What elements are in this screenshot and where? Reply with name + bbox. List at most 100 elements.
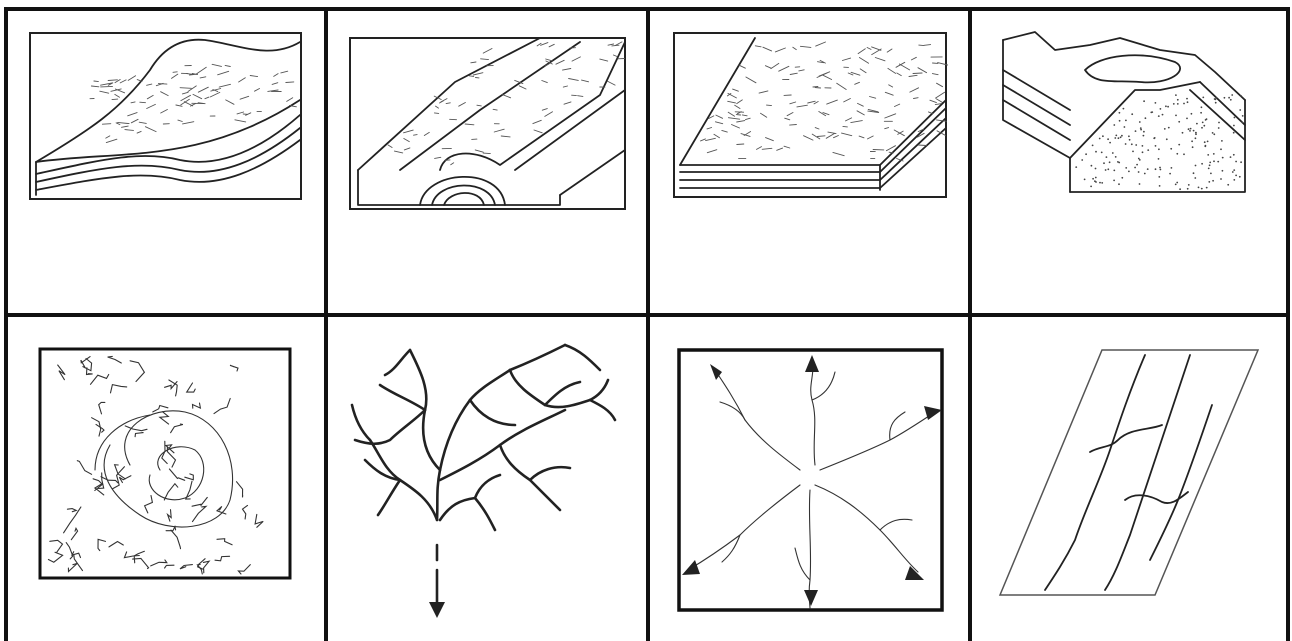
sediment-dot bbox=[1168, 127, 1170, 129]
sediment-dot bbox=[1155, 168, 1157, 170]
sediment-dot bbox=[1128, 171, 1130, 173]
tributary-stream bbox=[180, 565, 192, 569]
sediment-dot bbox=[1218, 122, 1220, 124]
tributary-stream bbox=[50, 540, 63, 552]
terrain-texture-stroke bbox=[102, 124, 110, 125]
sediment-dot bbox=[1235, 175, 1237, 177]
sediment-dot bbox=[1107, 138, 1109, 140]
sediment-dot bbox=[1102, 135, 1104, 137]
tributary-stream bbox=[98, 539, 106, 550]
sediment-dot bbox=[1138, 158, 1140, 160]
sediment-dot bbox=[1123, 108, 1125, 110]
sediment-dot bbox=[1120, 136, 1122, 138]
sediment-dot bbox=[1140, 129, 1142, 131]
sediment-dot bbox=[1101, 182, 1103, 184]
sediment-dot bbox=[1203, 125, 1205, 127]
sediment-dot bbox=[1186, 118, 1188, 120]
sediment-dot bbox=[1099, 182, 1101, 184]
sediment-dot bbox=[1090, 186, 1092, 188]
sediment-dot bbox=[1143, 135, 1145, 137]
tributary-stream bbox=[91, 375, 109, 385]
sediment-dot bbox=[1144, 173, 1146, 175]
tributary-stream bbox=[108, 356, 122, 363]
plateau-texture-stroke bbox=[913, 73, 922, 74]
sediment-dot bbox=[1092, 145, 1094, 147]
sediment-dot bbox=[1235, 161, 1237, 163]
ridge-texture-stroke bbox=[434, 113, 438, 114]
tributary-stream bbox=[111, 385, 127, 393]
tributary-stream bbox=[168, 510, 172, 522]
sediment-dot bbox=[1178, 121, 1180, 123]
tributary-stream bbox=[230, 365, 238, 371]
sediment-dot bbox=[1177, 99, 1179, 101]
plateau-texture-stroke bbox=[737, 144, 744, 145]
sediment-dot bbox=[1187, 101, 1189, 103]
tributary-stream bbox=[58, 365, 65, 380]
sediment-dot bbox=[1201, 188, 1203, 190]
tributary-stream bbox=[187, 383, 196, 392]
sediment-dot bbox=[1142, 145, 1144, 147]
sediment-dot bbox=[1112, 152, 1114, 154]
terrain-texture-stroke bbox=[173, 72, 177, 73]
sediment-dot bbox=[1224, 97, 1226, 99]
sediment-dot bbox=[1193, 172, 1195, 174]
terrain-texture-stroke bbox=[101, 86, 113, 87]
sediment-dot bbox=[1134, 167, 1136, 169]
sediment-dot bbox=[1160, 108, 1162, 110]
tributary-stream bbox=[77, 461, 91, 475]
sediment-dot bbox=[1115, 135, 1117, 137]
sediment-dot bbox=[1166, 138, 1168, 140]
tributary-stream bbox=[214, 399, 230, 414]
sediment-dot bbox=[1240, 161, 1242, 163]
sediment-dot bbox=[1187, 188, 1189, 190]
plateau-texture-stroke bbox=[767, 105, 772, 106]
sediment-dot bbox=[1159, 185, 1161, 187]
sediment-dot bbox=[1233, 125, 1235, 127]
sediment-dot bbox=[1220, 148, 1222, 150]
sediment-dot bbox=[1125, 167, 1127, 169]
sediment-dot bbox=[1192, 146, 1194, 148]
sediment-dot bbox=[1173, 103, 1175, 105]
sediment-dot bbox=[1153, 137, 1155, 139]
sediment-dot bbox=[1190, 128, 1192, 130]
sediment-dot bbox=[1208, 168, 1210, 170]
sediment-dot bbox=[1239, 176, 1241, 178]
sediment-dot bbox=[1147, 168, 1149, 170]
tributary-stream bbox=[237, 482, 243, 498]
sediment-dot bbox=[1213, 153, 1215, 155]
sediment-dot bbox=[1205, 119, 1207, 121]
plateau-texture-stroke bbox=[843, 126, 848, 127]
sediment-dot bbox=[1175, 94, 1177, 96]
sediment-dot bbox=[1117, 161, 1119, 163]
plateau-texture-stroke bbox=[790, 125, 797, 126]
tributary-stream bbox=[162, 441, 167, 463]
sediment-dot bbox=[1138, 171, 1140, 173]
sediment-dot bbox=[1125, 143, 1127, 145]
tributary-stream bbox=[165, 565, 174, 568]
sediment-dot bbox=[1175, 184, 1177, 186]
sediment-dot bbox=[1176, 182, 1178, 184]
sediment-dot bbox=[1195, 133, 1197, 135]
sediment-dot bbox=[1095, 168, 1097, 170]
sediment-dot bbox=[1121, 135, 1123, 137]
ridge-texture-stroke bbox=[483, 153, 490, 154]
sediment-dot bbox=[1107, 168, 1109, 170]
sediment-dot bbox=[1233, 154, 1235, 156]
sediment-dot bbox=[1109, 142, 1111, 144]
tributary-stream bbox=[99, 402, 105, 414]
terrain-texture-stroke bbox=[286, 82, 294, 83]
sediment-dot bbox=[1177, 103, 1179, 105]
faulted-block-diagram-icon bbox=[1003, 32, 1245, 192]
sediment-dot bbox=[1113, 124, 1115, 126]
sediment-dot bbox=[1213, 160, 1215, 162]
sediment-dot bbox=[1106, 156, 1108, 158]
sediment-dot bbox=[1158, 158, 1160, 160]
sediment-dot bbox=[1240, 95, 1242, 97]
sediment-dot bbox=[1171, 167, 1173, 169]
sediment-dot bbox=[1114, 137, 1116, 139]
tributary-stream bbox=[203, 561, 209, 573]
sediment-dot bbox=[1195, 165, 1197, 167]
sediment-dot bbox=[1121, 177, 1123, 179]
sediment-dot bbox=[1193, 130, 1195, 132]
